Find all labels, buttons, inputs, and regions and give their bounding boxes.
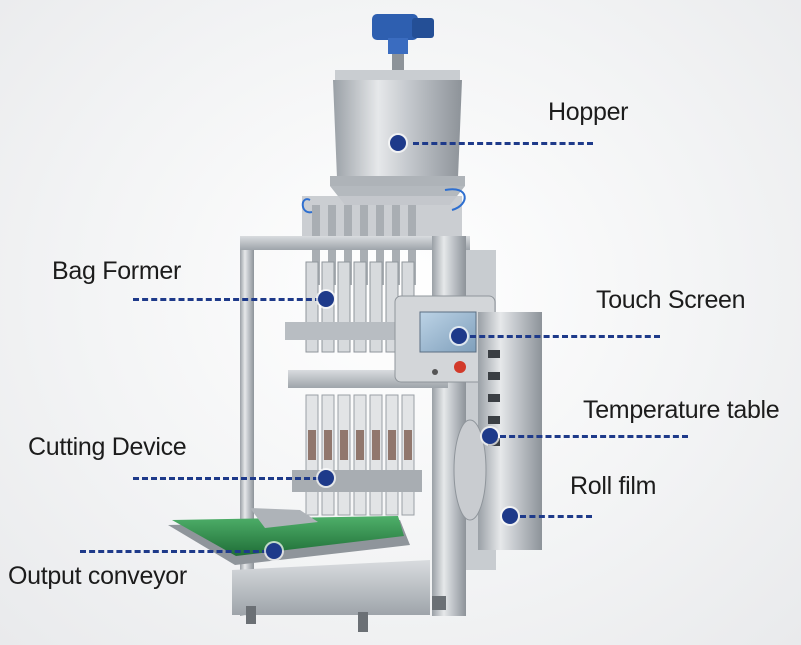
cutting-device-marker — [318, 470, 334, 486]
temperature-table-leader-line — [500, 435, 688, 438]
roll-film-leader-line — [520, 515, 592, 518]
label-cutting-device: Cutting Device — [28, 433, 187, 461]
hopper-marker — [390, 135, 406, 151]
bag-former-tubes — [285, 261, 425, 353]
touch-screen-marker — [451, 328, 467, 344]
cutting-unit — [292, 470, 422, 492]
hopper-leader-line — [413, 142, 593, 145]
bag-former-marker — [318, 291, 334, 307]
label-roll-film: Roll film — [570, 472, 657, 500]
machine-base — [232, 560, 446, 632]
output-conveyor-belt — [168, 508, 410, 565]
label-output-conveyor: Output conveyor — [8, 562, 187, 590]
hopper-body — [330, 70, 465, 205]
label-hopper: Hopper — [548, 98, 629, 126]
cutting-device-leader-line — [133, 477, 319, 480]
output-conveyor-marker — [266, 543, 282, 559]
film-roll — [453, 419, 487, 521]
roll-film-marker — [502, 508, 518, 524]
output-conveyor-leader-line — [80, 550, 268, 553]
control-panel — [394, 295, 496, 383]
temperature-table-marker — [482, 428, 498, 444]
label-bag-former: Bag Former — [52, 257, 181, 285]
bag-former-leader-line — [133, 298, 321, 301]
label-touch-screen: Touch Screen — [596, 286, 746, 314]
motor — [372, 14, 434, 76]
label-temperature-table: Temperature table — [583, 396, 780, 424]
sealed-bag-strips — [305, 394, 415, 516]
touch-screen-leader-line — [470, 335, 660, 338]
